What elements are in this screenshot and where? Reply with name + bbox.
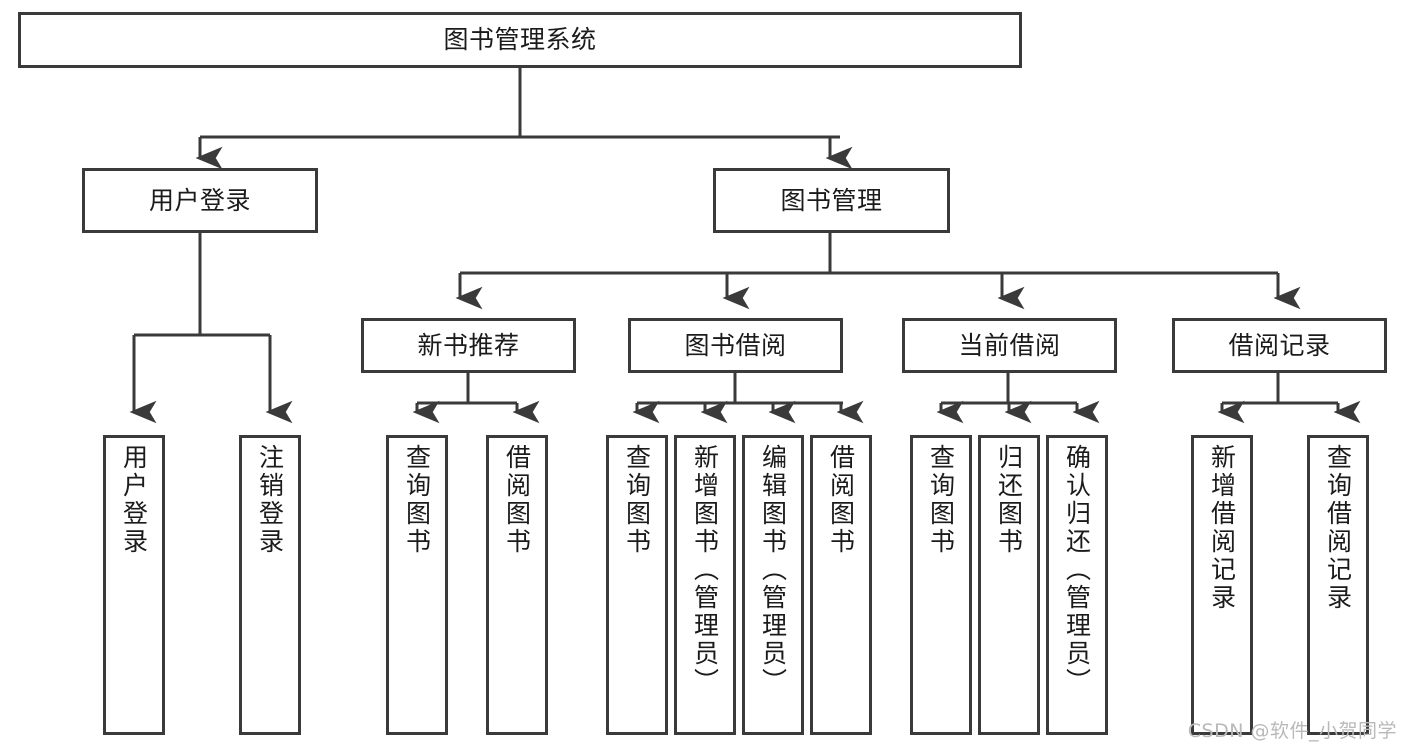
leaf-borrow-edit-book[interactable]: 编辑图书（管理员）: [742, 435, 804, 735]
node-new-book-recommend[interactable]: 新书推荐: [361, 318, 576, 373]
leaf-borrow-query-book[interactable]: 查询图书: [606, 435, 668, 735]
leaf-record-add[interactable]: 新增借阅记录: [1191, 435, 1253, 735]
leaf-borrow-borrow-book[interactable]: 借阅图书: [810, 435, 872, 735]
leaf-user-logout[interactable]: 注销登录: [239, 435, 301, 735]
node-label: 归还图书: [994, 444, 1024, 556]
node-label: 图书借阅: [684, 330, 787, 360]
node-label: 查询借阅记录: [1323, 444, 1353, 612]
node-label: 新增借阅记录: [1207, 444, 1237, 612]
node-user-login[interactable]: 用户登录: [82, 168, 318, 233]
node-label: 查询图书: [402, 444, 432, 556]
node-label: 查询图书: [926, 444, 956, 556]
node-book-borrow[interactable]: 图书借阅: [628, 318, 843, 373]
node-root-system[interactable]: 图书管理系统: [18, 12, 1022, 68]
node-label: 新书推荐: [417, 330, 520, 360]
leaf-current-confirm-return[interactable]: 确认归还（管理员）: [1046, 435, 1108, 735]
node-label: 图书管理: [780, 185, 883, 215]
leaf-new-book-query[interactable]: 查询图书: [386, 435, 448, 735]
node-label: 查询图书: [622, 444, 652, 556]
leaf-record-query[interactable]: 查询借阅记录: [1307, 435, 1369, 735]
leaf-current-return-book[interactable]: 归还图书: [978, 435, 1040, 735]
node-label: 借阅图书: [502, 444, 532, 556]
leaf-new-book-borrow[interactable]: 借阅图书: [486, 435, 548, 735]
node-label: 用户登录: [119, 444, 149, 556]
node-book-management[interactable]: 图书管理: [713, 168, 950, 233]
node-label: 图书管理系统: [443, 25, 597, 55]
node-label: 借阅记录: [1228, 330, 1331, 360]
leaf-current-query-book[interactable]: 查询图书: [910, 435, 972, 735]
node-label: 确认归还（管理员）: [1062, 444, 1092, 696]
node-label: 新增图书（管理员）: [690, 444, 720, 696]
node-label: 用户登录: [148, 185, 251, 215]
node-borrow-record[interactable]: 借阅记录: [1172, 318, 1387, 373]
node-label: 当前借阅: [958, 330, 1061, 360]
node-label: 借阅图书: [826, 444, 856, 556]
watermark-text: CSDN @软件_小贺同学: [1187, 720, 1397, 742]
node-label: 注销登录: [255, 444, 285, 556]
leaf-borrow-add-book[interactable]: 新增图书（管理员）: [674, 435, 736, 735]
node-current-borrow[interactable]: 当前借阅: [902, 318, 1117, 373]
node-label: 编辑图书（管理员）: [758, 444, 788, 696]
leaf-user-login[interactable]: 用户登录: [103, 435, 165, 735]
